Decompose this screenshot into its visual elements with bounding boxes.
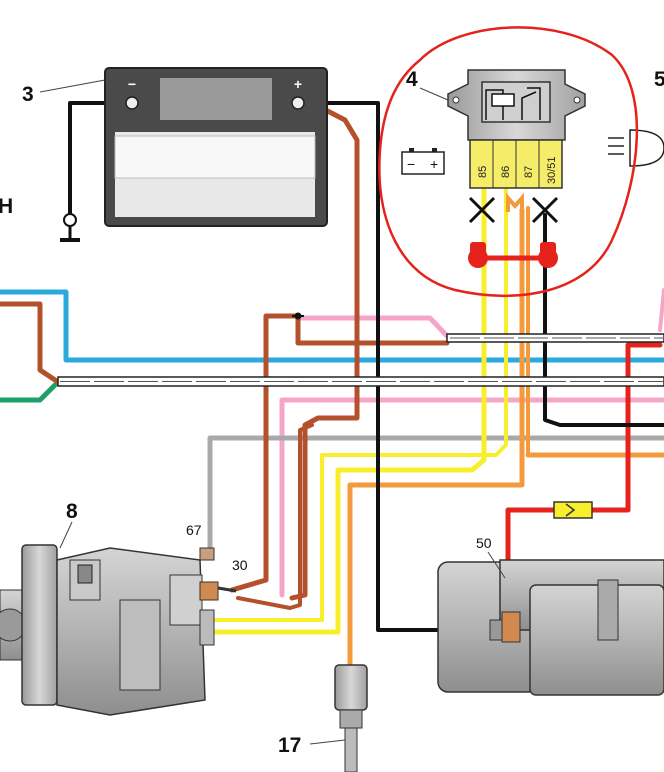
- harness: [57, 333, 664, 387]
- wire-red-starter: [505, 342, 663, 603]
- label-starter-50: 50: [476, 535, 492, 551]
- battery-symbol-icon: − +: [401, 148, 445, 175]
- wire-black-relay: [543, 213, 664, 427]
- relay-pin-30-51: 30/51: [546, 156, 558, 184]
- wire-yellow: [213, 187, 487, 635]
- wire-brown-mid: [295, 315, 450, 346]
- label-sensor: 17: [278, 734, 301, 757]
- label-battery: 3: [22, 83, 34, 106]
- cut-marks: [468, 196, 559, 224]
- svg-text:+: +: [430, 156, 438, 172]
- ground-icon: [60, 213, 80, 242]
- wire-yellow-2: [214, 188, 508, 622]
- label-alternator: 8: [66, 500, 78, 523]
- wire-pink-3: [658, 288, 664, 332]
- battery-terminal-plus: [291, 96, 305, 110]
- red-jumper: [468, 242, 558, 268]
- wire-brown-alt: [229, 313, 301, 593]
- relay-pin-85: 85: [477, 166, 489, 178]
- wire-pink-2: [279, 397, 664, 598]
- battery-plus-sign: +: [294, 76, 302, 92]
- wire-pink-1: [295, 315, 450, 339]
- alternator: [0, 544, 237, 716]
- wire-black: [308, 101, 492, 632]
- svg-text:−: −: [407, 156, 415, 172]
- wire-green: [0, 382, 58, 403]
- fuse-icon: [553, 501, 593, 519]
- battery-terminal-minus: [125, 96, 139, 110]
- relay-pin-86: 86: [500, 166, 512, 178]
- label-terminal-30: 30: [232, 557, 248, 573]
- battery: − +: [104, 67, 328, 227]
- label-terminal-67: 67: [186, 522, 202, 538]
- label-relay: 4: [406, 68, 418, 91]
- label-headlight: 5: [654, 68, 664, 91]
- wire-brown-battery: [289, 100, 360, 601]
- wire-brown-left: [0, 301, 61, 385]
- label-side-letter: Н: [0, 195, 13, 218]
- wire-brown-alt2: [236, 423, 314, 610]
- wire-blue: [0, 289, 664, 363]
- orange-link-mark: [506, 192, 524, 212]
- relay-pin-87: 87: [523, 166, 535, 178]
- wires: [0, 100, 664, 668]
- wire-gray: [207, 435, 664, 558]
- relay: 85 86 87 30/51: [447, 69, 586, 189]
- battery-minus-sign: −: [128, 76, 136, 92]
- highlight-circle: [378, 26, 639, 297]
- wire-orange: [347, 207, 525, 668]
- sensor: [334, 664, 368, 772]
- starter: [437, 559, 664, 696]
